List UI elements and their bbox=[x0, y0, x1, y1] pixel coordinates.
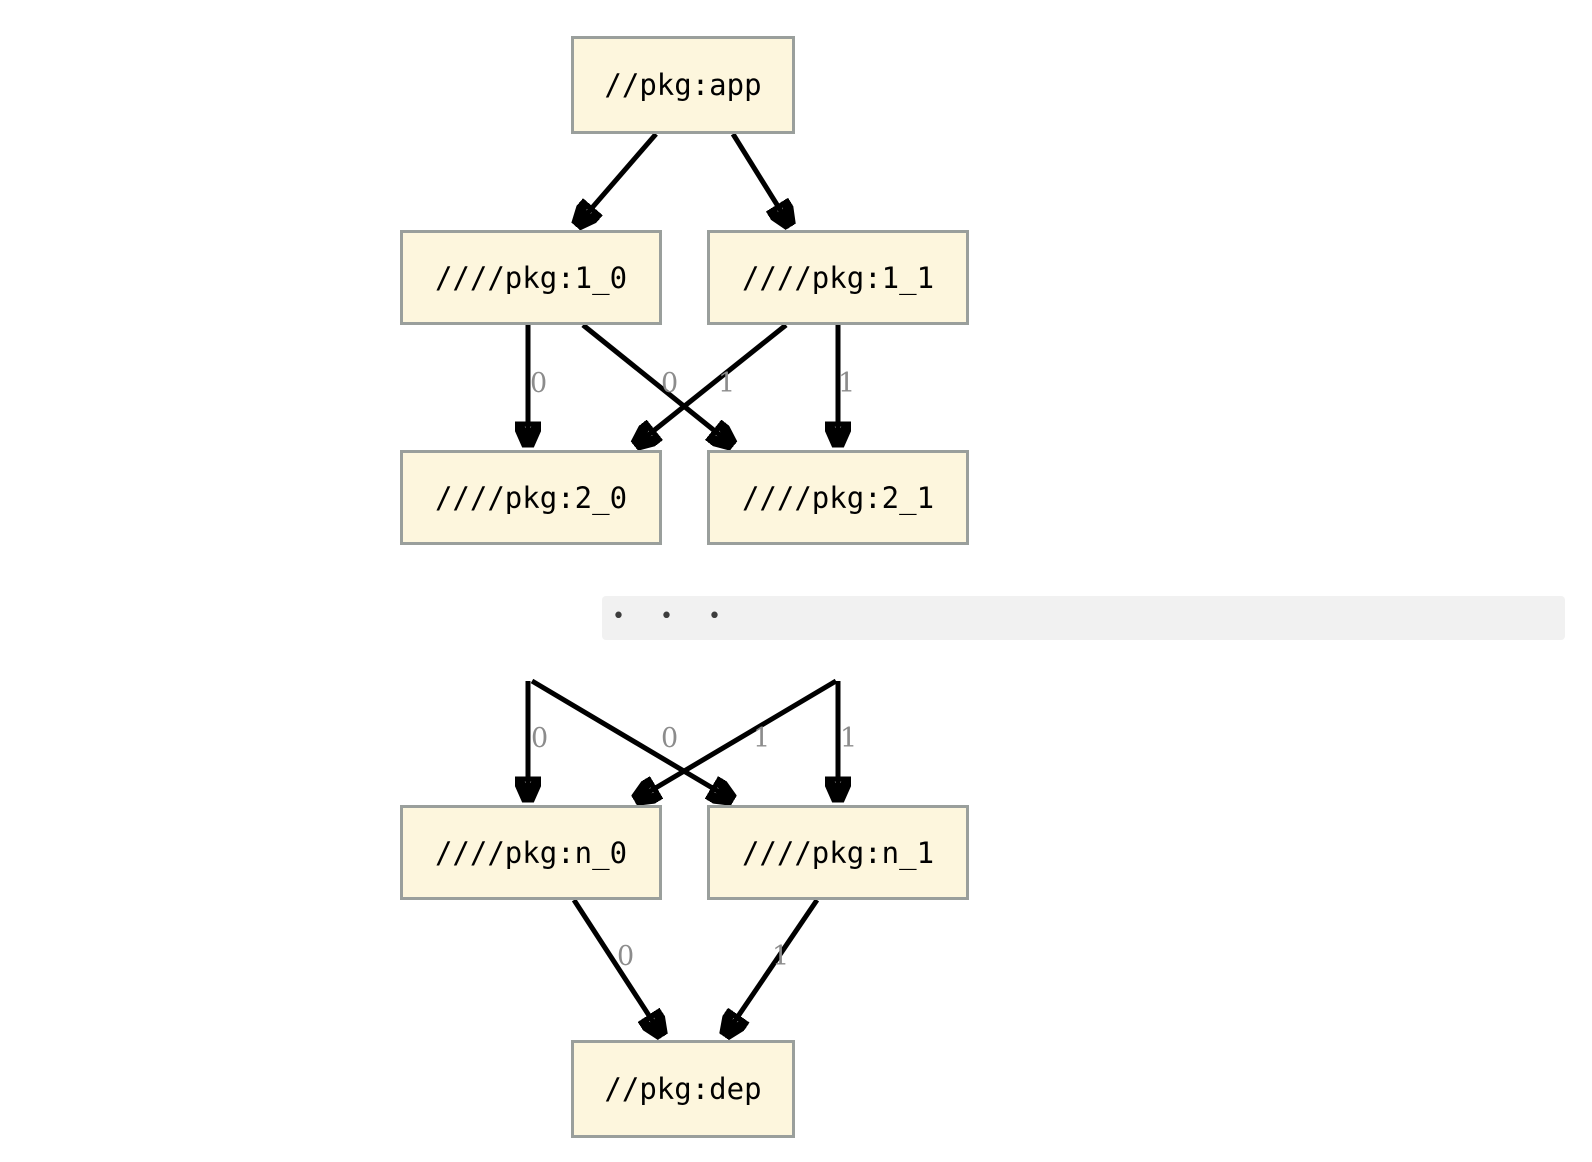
node-label-app: //pkg:app bbox=[604, 68, 762, 102]
edge-label-1_1-2_1: 1 bbox=[838, 368, 856, 399]
node-pkg-1_0[interactable]: ////pkg:1_0 bbox=[400, 230, 662, 325]
edge-app-to-1_1 bbox=[730, 132, 789, 224]
edge-label-n_1-dep: 1 bbox=[772, 941, 790, 972]
edge-1_0-to-2_1 bbox=[581, 323, 731, 444]
node-label-pkg-1_1: ////pkg:1_1 bbox=[741, 260, 935, 295]
ellipsis-dots-icon: • • • bbox=[612, 604, 735, 629]
edge-above-to-n_1-cross bbox=[530, 678, 731, 799]
edge-label-n_0-dep: 0 bbox=[617, 941, 635, 972]
edge-label-1_0-2_0: 0 bbox=[530, 368, 548, 399]
edge-label-above-n_1-cross: 0 bbox=[661, 723, 679, 754]
node-label-dep: //pkg:dep bbox=[604, 1072, 762, 1106]
node-label-pkg-2_1: ////pkg:2_1 bbox=[741, 480, 935, 515]
edge-label-above-n_0: 0 bbox=[531, 723, 549, 754]
edge-app-to-1_0 bbox=[578, 132, 658, 224]
node-pkg-2_1[interactable]: ////pkg:2_1 bbox=[707, 450, 969, 545]
node-pkg-2_0[interactable]: ////pkg:2_0 bbox=[400, 450, 662, 545]
node-pkg-n_1[interactable]: ////pkg:n_1 bbox=[707, 805, 969, 900]
edge-label-1_1-2_0: 1 bbox=[718, 368, 736, 399]
node-app[interactable]: //pkg:app bbox=[571, 36, 795, 134]
node-label-pkg-1_0: ////pkg:1_0 bbox=[434, 260, 628, 295]
node-pkg-1_1[interactable]: ////pkg:1_1 bbox=[707, 230, 969, 325]
node-label-pkg-n_1: ////pkg:n_1 bbox=[741, 835, 935, 870]
ellipsis-separator: • • • bbox=[602, 596, 1565, 640]
edge-label-above-n_1: 1 bbox=[840, 723, 858, 754]
node-label-pkg-n_0: ////pkg:n_0 bbox=[434, 835, 628, 870]
node-dep[interactable]: //pkg:dep bbox=[571, 1040, 795, 1138]
edge-label-above-n_0-cross: 1 bbox=[753, 723, 771, 754]
edge-1_1-to-2_0 bbox=[637, 323, 788, 444]
edge-label-1_0-2_1: 0 bbox=[661, 368, 679, 399]
node-label-pkg-2_0: ////pkg:2_0 bbox=[434, 480, 628, 515]
node-pkg-n_0[interactable]: ////pkg:n_0 bbox=[400, 805, 662, 900]
